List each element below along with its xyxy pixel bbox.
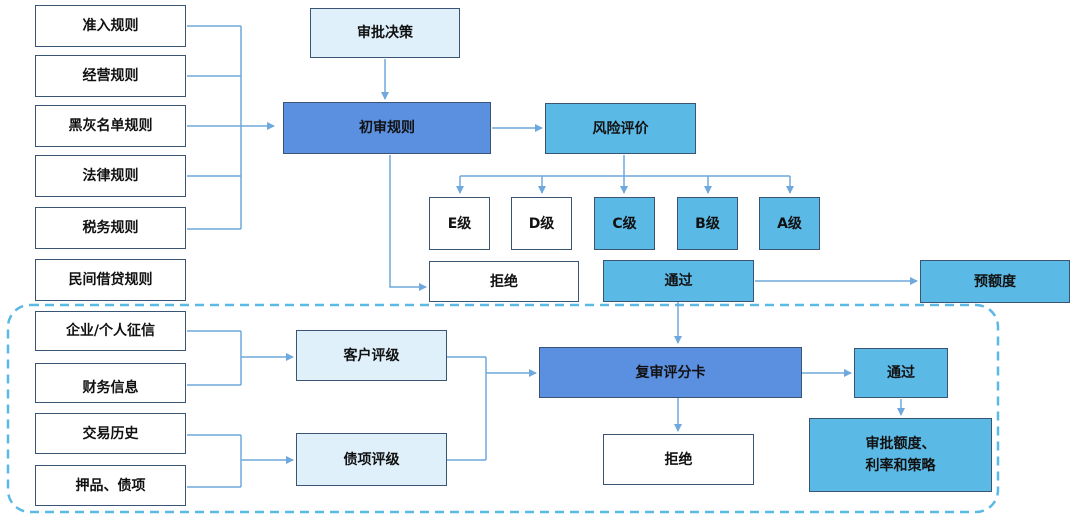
- rule-private-lending: 民间借贷规则: [35, 259, 186, 301]
- initial-pass-label: 通过: [664, 273, 693, 289]
- initial-pass: 通过: [603, 260, 754, 302]
- rule-tax-label: 税务规则: [82, 220, 139, 236]
- input-credit-report: 企业/个人征信: [35, 311, 186, 351]
- grade-e: E级: [429, 197, 490, 250]
- input-collateral-debt: 押品、债项: [35, 465, 186, 506]
- review-pass-label: 通过: [887, 365, 915, 381]
- approval-decision: 审批决策: [310, 8, 460, 58]
- initial-review-rules: 初审规则: [283, 102, 491, 154]
- grade-b-label: B级: [695, 215, 720, 232]
- rule-operation: 经营规则: [35, 55, 186, 97]
- customer-rating: 客户评级: [296, 330, 447, 381]
- grade-c-label: C级: [612, 215, 637, 232]
- rule-admission: 准入规则: [35, 5, 186, 47]
- review-stage-container: [6, 303, 1000, 514]
- review-reject-label: 拒绝: [664, 451, 693, 468]
- grade-d: D级: [511, 197, 572, 250]
- grade-c: C级: [594, 197, 655, 250]
- input-transaction-history: 交易历史: [35, 413, 186, 454]
- rule-private-lending-label: 民间借贷规则: [68, 272, 153, 288]
- initial-review-rules-label: 初审规则: [359, 120, 415, 136]
- input-collateral-debt-label: 押品、债项: [75, 477, 146, 494]
- input-financial-info-label: 财务信息: [82, 380, 139, 396]
- input-financial-info: 财务信息: [35, 363, 186, 403]
- rule-legal: 法律规则: [35, 155, 186, 197]
- debt-rating-label: 债项评级: [343, 451, 400, 468]
- reject-arrow: [389, 155, 427, 291]
- review-scorecard: 复审评分卡: [539, 347, 802, 398]
- rule-blacklist-label: 黑灰名单规则: [68, 118, 153, 134]
- grade-a: A级: [759, 197, 820, 250]
- pre-quota: 预额度: [920, 260, 1070, 303]
- pre-quota-label: 预额度: [974, 273, 1016, 290]
- input-credit-report-label: 企业/个人征信: [65, 323, 156, 339]
- grade-b: B级: [677, 197, 738, 250]
- review-pass: 通过: [854, 348, 948, 398]
- rule-operation-label: 经营规则: [82, 68, 139, 84]
- review-reject: 拒绝: [603, 434, 754, 485]
- customer-rating-label: 客户评级: [343, 347, 400, 364]
- rule-admission-label: 准入规则: [82, 18, 139, 34]
- initial-reject-label: 拒绝: [490, 273, 518, 290]
- grade-a-label: A级: [777, 215, 802, 232]
- approval-decision-label: 审批决策: [357, 25, 413, 41]
- input-transaction-history-label: 交易历史: [82, 425, 139, 442]
- approval-terms-line2: 利率和策略: [865, 458, 936, 474]
- review-scorecard-label: 复审评分卡: [635, 364, 706, 381]
- rule-tax: 税务规则: [35, 207, 186, 249]
- rule-blacklist: 黑灰名单规则: [35, 105, 186, 147]
- initial-reject: 拒绝: [429, 261, 579, 302]
- approval-terms-line1: 审批额度、: [865, 436, 936, 452]
- grade-d-label: D级: [528, 215, 555, 232]
- risk-evaluation-label: 风险评价: [592, 120, 649, 137]
- debt-rating: 债项评级: [296, 433, 447, 486]
- rule-legal-label: 法律规则: [82, 168, 139, 184]
- grade-e-label: E级: [447, 215, 472, 232]
- approval-terms: 审批额度、 利率和策略: [809, 418, 992, 492]
- risk-evaluation: 风险评价: [545, 103, 696, 154]
